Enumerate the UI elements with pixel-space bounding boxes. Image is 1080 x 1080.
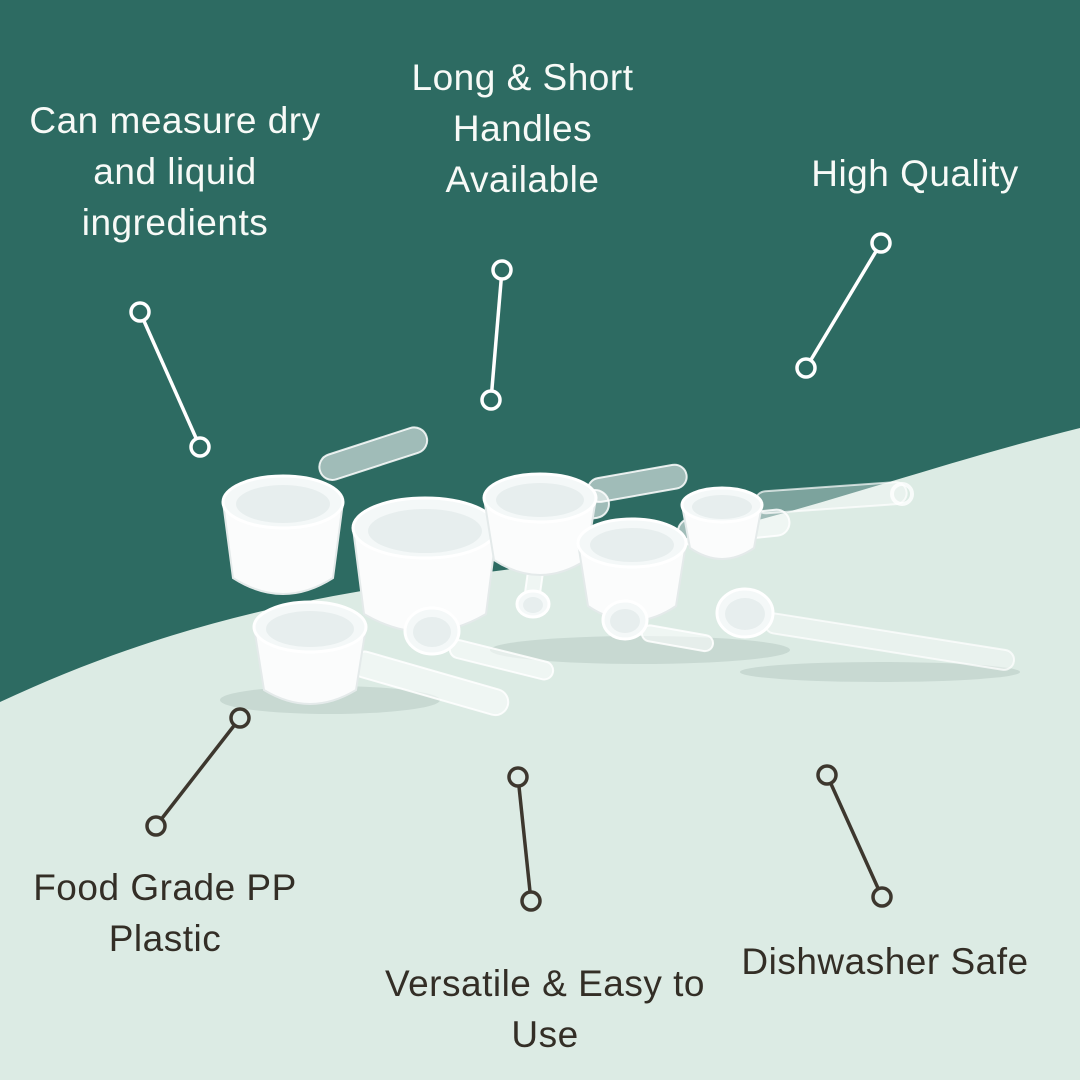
measuring-scoop-small bbox=[680, 486, 764, 560]
measuring-cup bbox=[351, 496, 499, 633]
label-measure-dry-liquid: Can measure dry and liquid ingredients bbox=[29, 100, 321, 244]
label-high-quality: High Quality bbox=[811, 153, 1019, 194]
label-long-short-handles: Long & Short Handles Available bbox=[411, 57, 634, 201]
measuring-cup bbox=[482, 472, 598, 576]
scoop-handle bbox=[318, 426, 429, 481]
mint-wave-shape bbox=[0, 428, 1080, 1080]
label-versatile-easy: Versatile & Easy to Use bbox=[384, 963, 706, 1056]
measuring-spoon bbox=[601, 599, 649, 641]
callout-line-top-left bbox=[129, 301, 211, 458]
measuring-spoon bbox=[715, 587, 775, 639]
measuring-spoon bbox=[403, 606, 461, 656]
handle-hang-ring bbox=[890, 482, 914, 506]
label-dishwasher-safe: Dishwasher Safe bbox=[741, 941, 1029, 982]
measuring-cup bbox=[576, 517, 688, 622]
callout-line-top-center bbox=[480, 259, 513, 411]
callout-line-bottom-right bbox=[816, 764, 893, 908]
callout-line-bottom-left bbox=[145, 707, 251, 837]
label-food-grade-pp: Food Grade PP Plastic bbox=[33, 867, 297, 960]
callout-line-top-right bbox=[795, 232, 892, 379]
measuring-spoon-tiny bbox=[515, 589, 551, 619]
measuring-cup bbox=[221, 474, 345, 595]
scoop-shadow bbox=[740, 662, 1020, 682]
callout-line-bottom-center bbox=[507, 766, 542, 912]
scoop-shadow bbox=[490, 636, 790, 664]
measuring-scoop bbox=[252, 600, 368, 705]
